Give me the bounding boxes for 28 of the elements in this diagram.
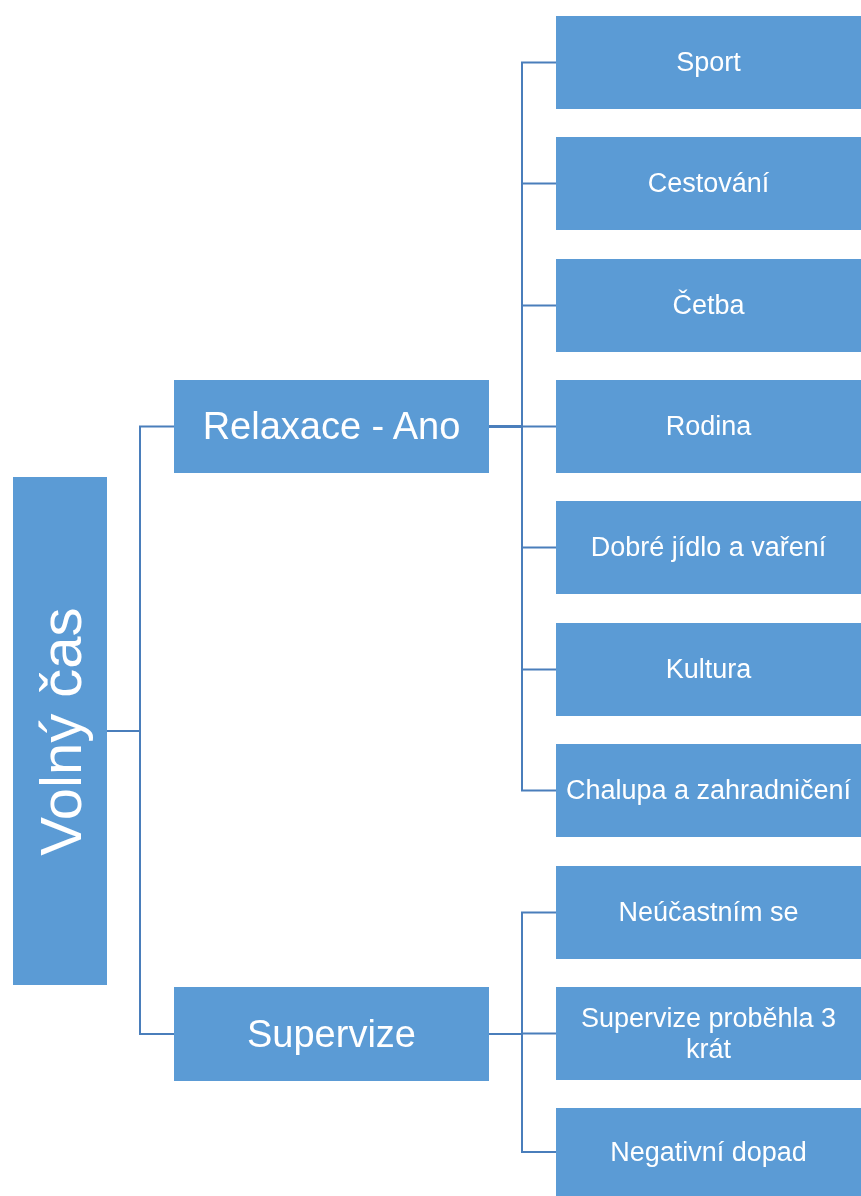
category-box — [174, 380, 489, 473]
category-box — [556, 744, 861, 837]
connector-line — [106, 730, 175, 1035]
box-label: Negativní dopad — [610, 1136, 807, 1168]
box-label: Neúčastním se — [618, 897, 799, 928]
box-label: Četba — [672, 290, 745, 321]
category-box — [556, 380, 861, 473]
box-label: Volný čas — [26, 606, 94, 856]
box-label: Dobré jídlo a vaření — [590, 532, 827, 563]
box-label: Supervize proběhla 3 krát — [579, 1002, 838, 1065]
box-label: Cestování — [647, 168, 770, 199]
category-box — [174, 987, 489, 1081]
box-label: Sport — [676, 47, 741, 78]
box-label: Rodina — [665, 411, 752, 442]
box-label: Relaxace - Ano — [202, 405, 461, 448]
category-box — [556, 16, 861, 109]
connector-line — [488, 1033, 557, 1153]
box-label: Supervize — [247, 1012, 416, 1056]
category-box — [556, 259, 861, 352]
category-box — [556, 1108, 861, 1196]
category-box — [556, 987, 861, 1080]
box-label: Chalupa a zahradničení — [565, 775, 852, 806]
category-box — [556, 137, 861, 230]
root-box — [13, 477, 107, 985]
box-label: Kultura — [665, 654, 752, 685]
category-box — [556, 501, 861, 594]
category-box — [556, 623, 861, 716]
category-box — [556, 866, 861, 959]
